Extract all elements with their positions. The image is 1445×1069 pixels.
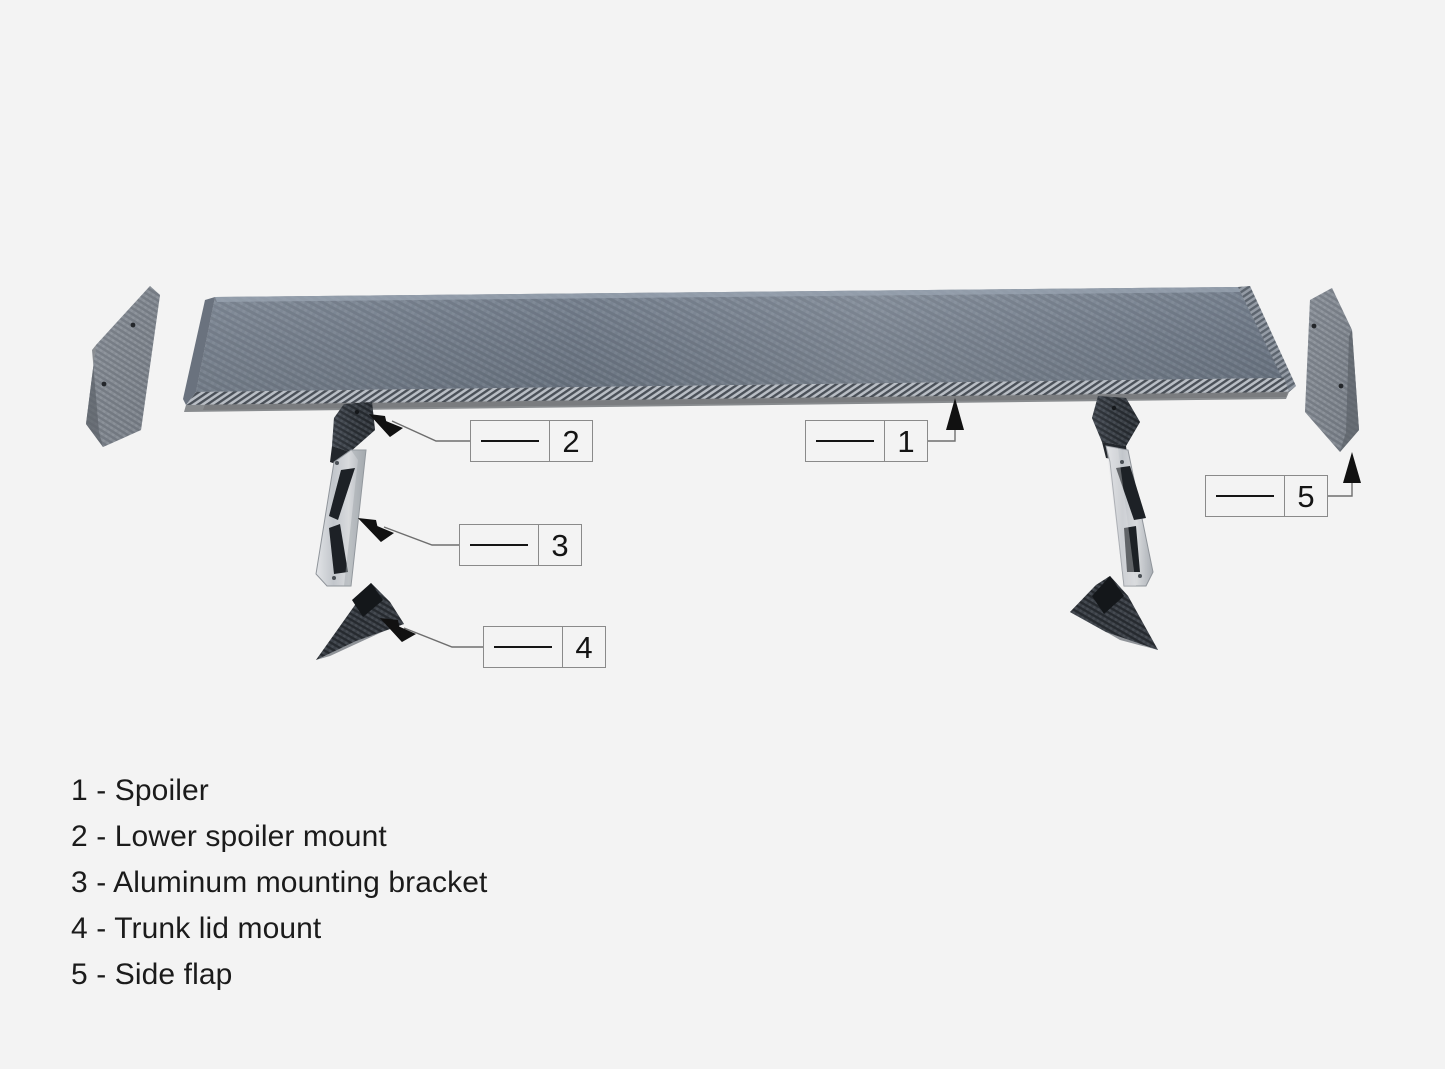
callout-1[interactable]: 1 bbox=[805, 420, 928, 462]
aluminum-mounting-bracket-right bbox=[1105, 445, 1154, 587]
legend-item-5-label: Side flap bbox=[114, 958, 233, 991]
legend-item-2: 2 - Lower spoiler mount bbox=[71, 814, 711, 860]
legend-item-3-separator: - bbox=[87, 866, 114, 899]
callout-2-number: 2 bbox=[549, 421, 592, 461]
legend-item-4: 4 - Trunk lid mount bbox=[71, 906, 711, 952]
callout-2-dash-cell bbox=[471, 421, 549, 461]
side-flap-left bbox=[86, 286, 160, 447]
callout-3-dash bbox=[470, 544, 528, 546]
legend-item-5-separator: - bbox=[87, 958, 115, 991]
legend-item-2-separator: - bbox=[87, 820, 115, 853]
legend-item-3-number: 3 bbox=[71, 866, 88, 899]
callout-1-dash bbox=[816, 440, 874, 442]
legend-item-5-number: 5 bbox=[71, 958, 88, 991]
callout-5-dash bbox=[1216, 495, 1274, 497]
callout-4-number: 4 bbox=[562, 627, 605, 667]
callout-3-dash-cell bbox=[460, 525, 538, 565]
callout-2-dash bbox=[481, 440, 539, 442]
callout-5-dash-cell bbox=[1206, 476, 1284, 516]
legend-item-1-label: Spoiler bbox=[114, 774, 209, 807]
legend-item-2-label: Lower spoiler mount bbox=[114, 820, 387, 853]
callout-2[interactable]: 2 bbox=[470, 420, 593, 462]
legend-item-1-number: 1 bbox=[71, 774, 88, 807]
trunk-lid-mount-right bbox=[1070, 576, 1158, 650]
callout-arrowheads bbox=[358, 398, 1361, 642]
callout-4-dash-cell bbox=[484, 627, 562, 667]
legend-item-1: 1 - Spoiler bbox=[71, 768, 711, 814]
parts-legend: 1 - Spoiler 2 - Lower spoiler mount 3 - … bbox=[71, 768, 711, 998]
callout-1-number: 1 bbox=[884, 421, 927, 461]
legend-item-4-number: 4 bbox=[71, 912, 88, 945]
legend-item-2-number: 2 bbox=[71, 820, 88, 853]
spoiler-wing bbox=[183, 286, 1296, 412]
trunk-lid-mount-left bbox=[316, 583, 404, 660]
legend-item-3-label: Aluminum mounting bracket bbox=[113, 866, 488, 899]
callout-4[interactable]: 4 bbox=[483, 626, 606, 668]
side-flap-right bbox=[1305, 288, 1359, 452]
callout-5-number: 5 bbox=[1284, 476, 1327, 516]
callout-3[interactable]: 3 bbox=[459, 524, 582, 566]
callout-3-number: 3 bbox=[538, 525, 581, 565]
legend-item-4-label: Trunk lid mount bbox=[114, 912, 322, 945]
legend-item-4-separator: - bbox=[87, 912, 115, 945]
legend-item-3: 3 - Aluminum mounting bracket bbox=[71, 860, 711, 906]
callout-4-dash bbox=[494, 646, 552, 648]
legend-item-1-separator: - bbox=[87, 774, 115, 807]
callout-5[interactable]: 5 bbox=[1205, 475, 1328, 517]
legend-item-5: 5 - Side flap bbox=[71, 952, 711, 998]
aluminum-mounting-bracket-left bbox=[315, 449, 367, 587]
callout-1-dash-cell bbox=[806, 421, 884, 461]
